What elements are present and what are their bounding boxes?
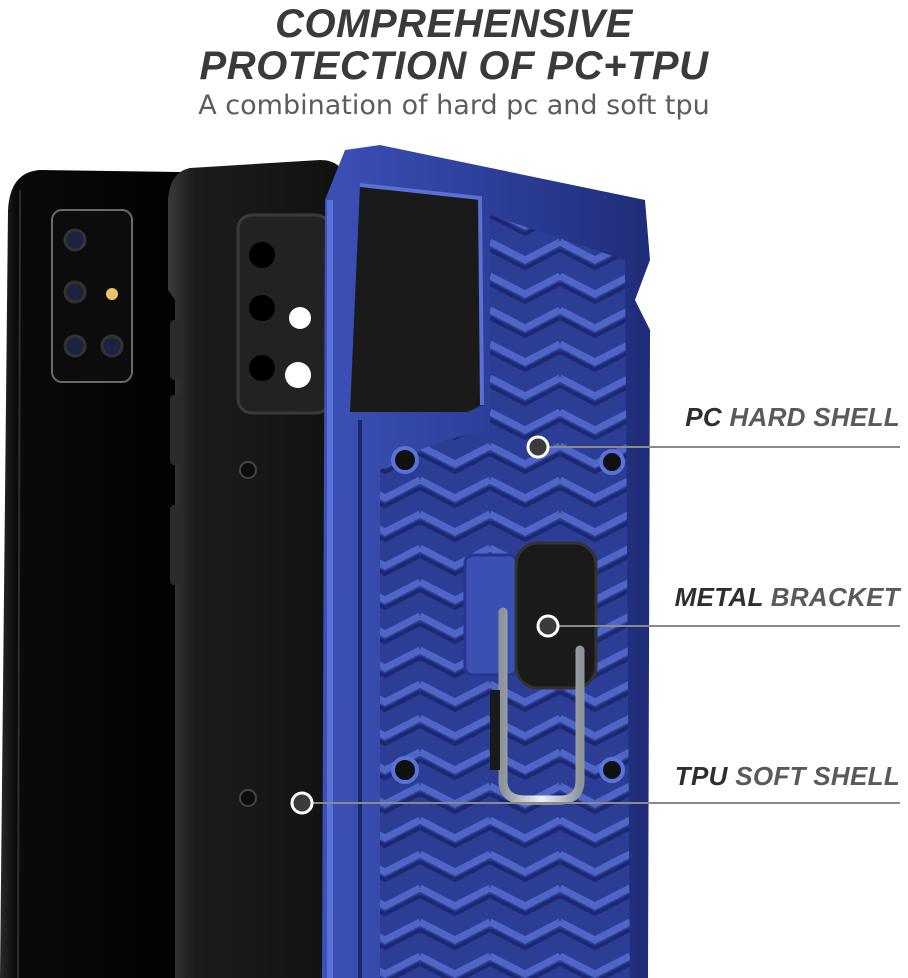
metal-ring-bracket [490,541,598,805]
callout-lines [290,435,900,815]
headline-line-2: PROTECTION OF PC+TPU [199,44,709,88]
callout-rest: BRACKET [770,582,900,612]
callout-tpu-soft-shell: TPU SOFT SHELL [675,761,900,792]
callout-strong: PC [685,402,722,432]
callout-strong: TPU [674,761,728,791]
subtitle: A combination of hard pc and soft tpu [198,90,710,121]
callout-metal-bracket: METAL BRACKET [675,582,900,613]
side-button [170,505,184,585]
flash-icon [106,288,118,300]
phone-back [0,170,200,978]
side-button [170,320,184,380]
callout-rest: HARD SHELL [729,402,900,432]
phone-camera-module [51,209,133,383]
callout-strong: METAL [674,582,764,612]
pc-hard-shell [322,145,650,978]
headline-line-1: COMPREHENSIVE [275,2,633,46]
callout-rest: SOFT SHELL [735,761,900,791]
callout-pc-hard-shell: PC HARD SHELL [685,402,900,433]
side-button [170,395,184,465]
